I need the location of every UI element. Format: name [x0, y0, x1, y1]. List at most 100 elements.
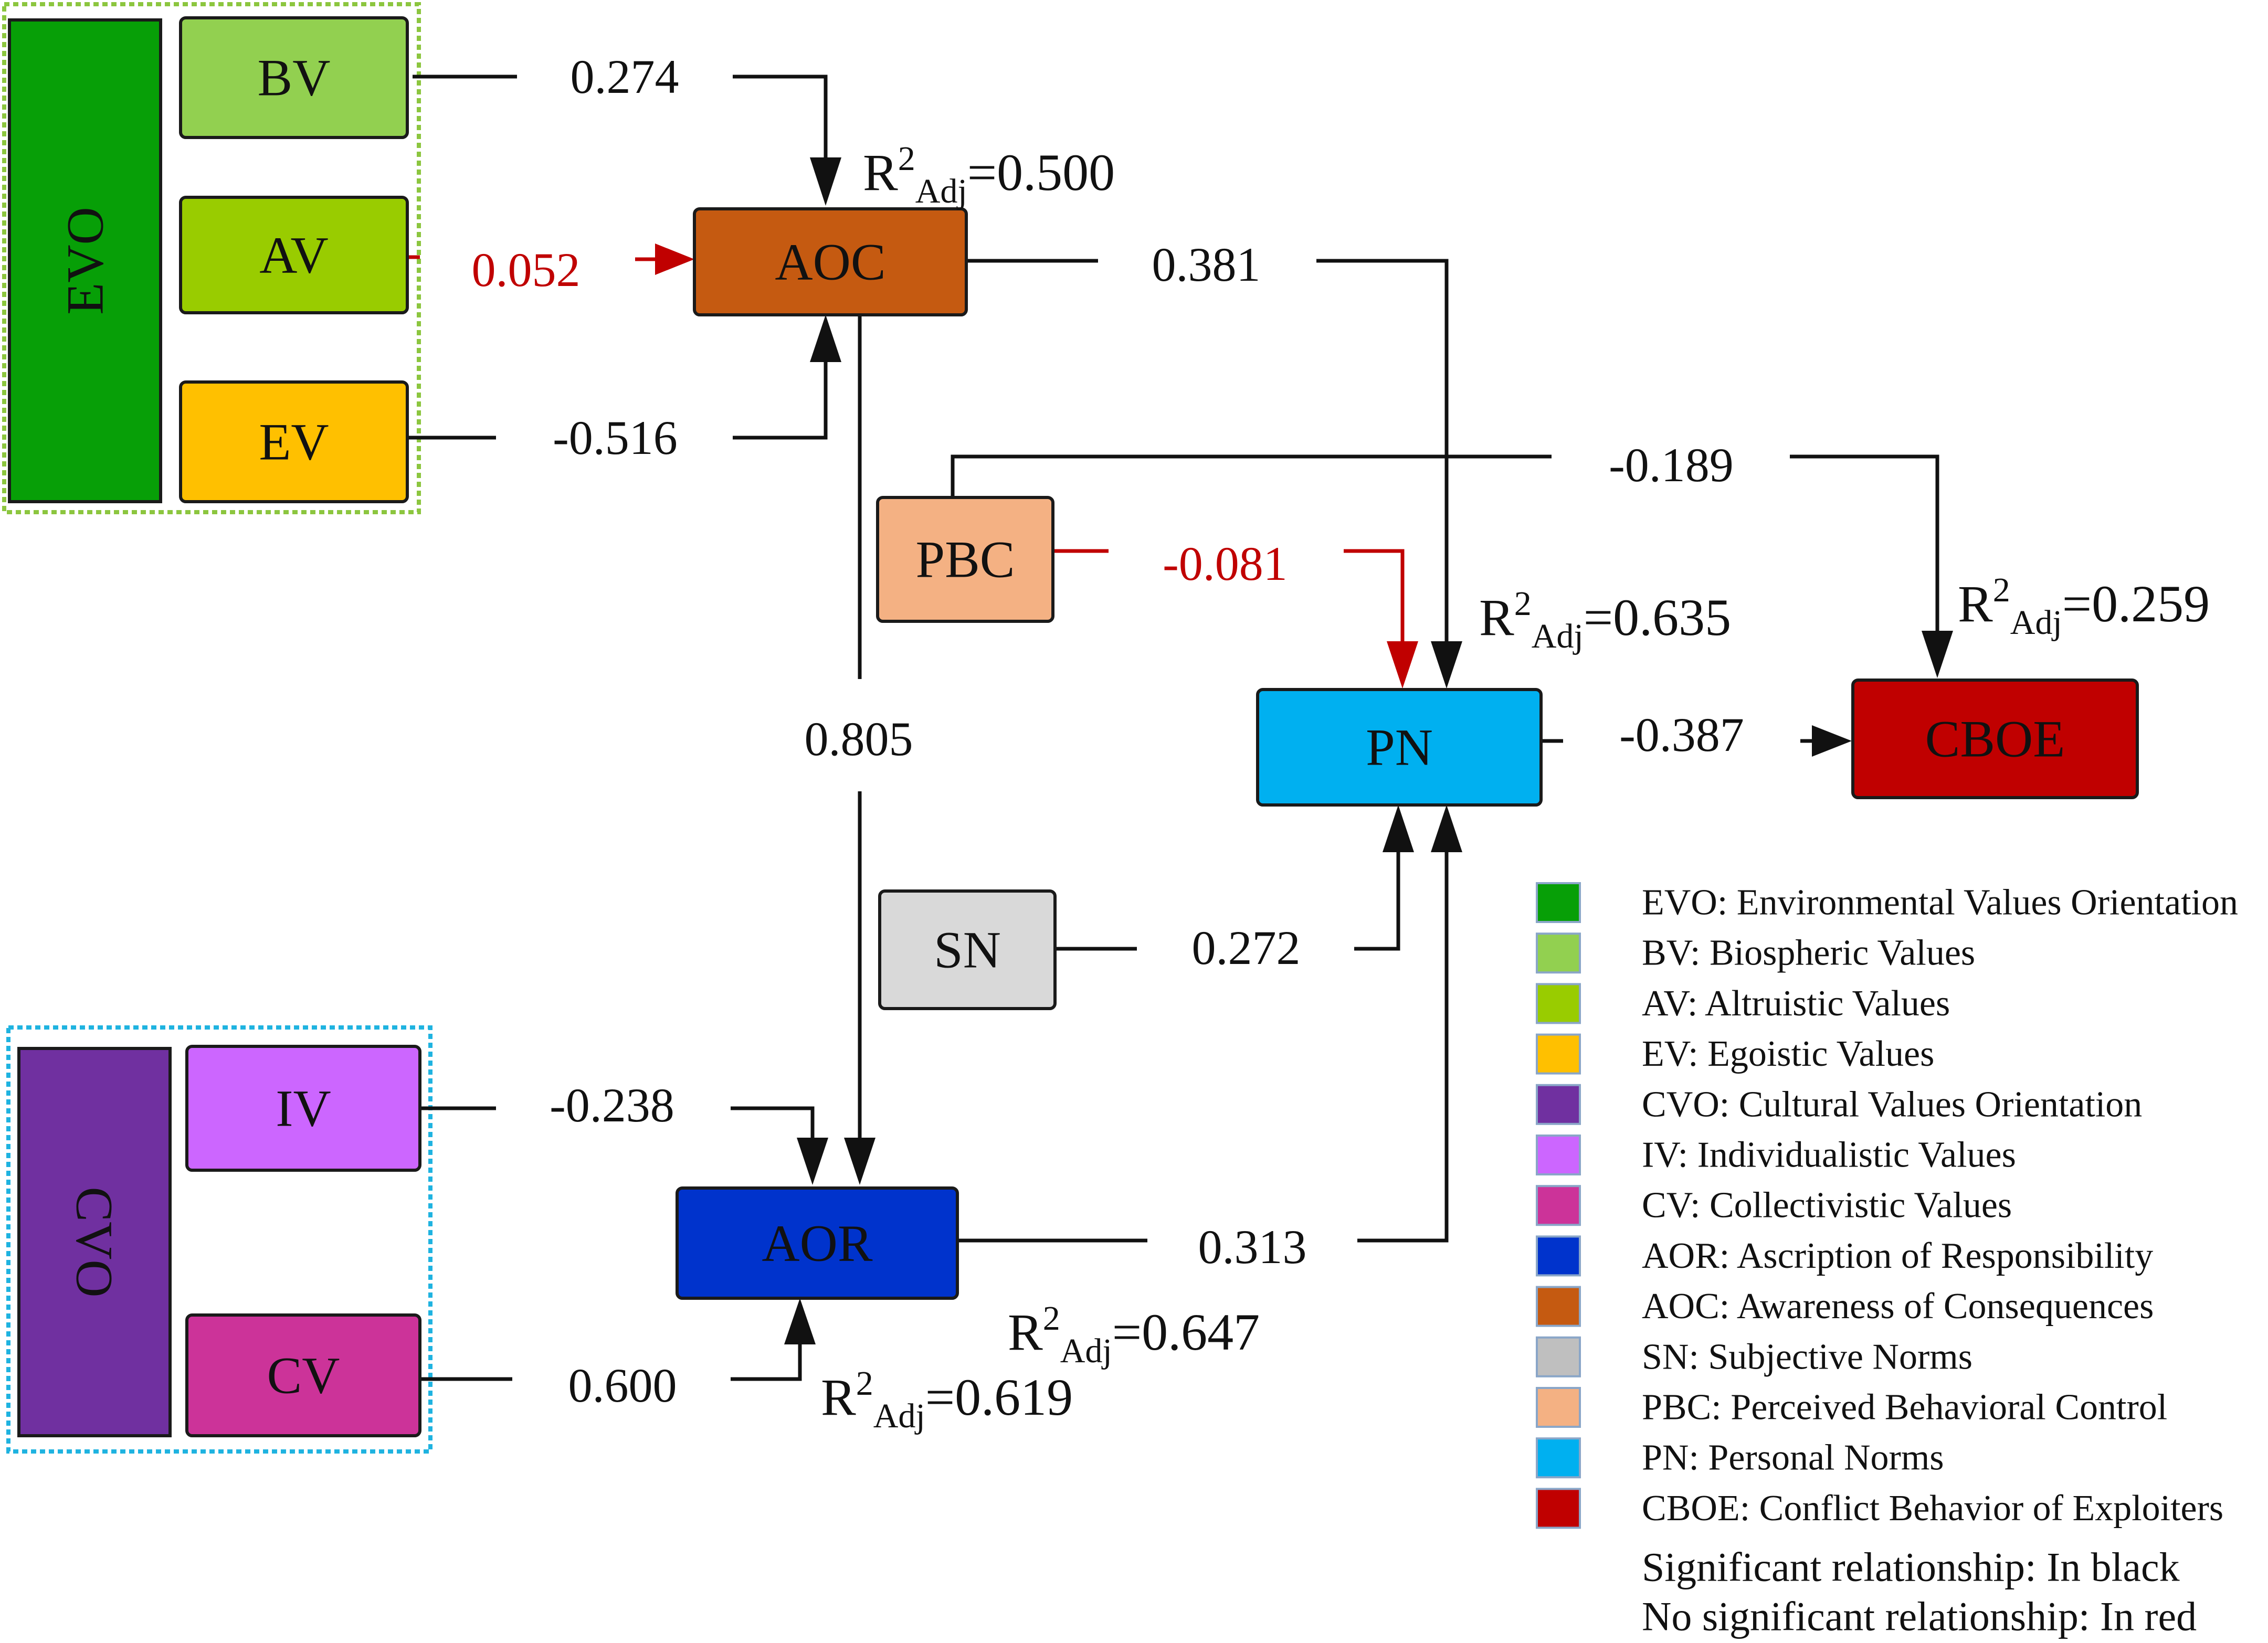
path-pbc-pn — [1054, 549, 1418, 688]
path-cv-aor — [420, 1298, 816, 1381]
path-iv-aor — [420, 1106, 828, 1185]
node-sn-label: SN — [934, 921, 1001, 979]
legend-swatch — [1536, 882, 1581, 923]
coef-pn-cboe: -0.387 — [1619, 708, 1744, 761]
legend-swatch — [1536, 1084, 1581, 1125]
node-aor-label: AOR — [762, 1214, 872, 1273]
legend-label: AOC: Awareness of Consequences — [1642, 1286, 2154, 1327]
legend: EVO: Environmental Values OrientationBV:… — [1536, 882, 2238, 1529]
coef-aoc-aor: 0.805 — [805, 712, 913, 766]
legend-item: IV: Individualistic Values — [1536, 1135, 2016, 1175]
legend-item: EVO: Environmental Values Orientation — [1536, 882, 2238, 923]
coef-aoc-pn: 0.381 — [1152, 238, 1261, 291]
r2-cboe: R2Adj=0.259 — [1958, 571, 2210, 642]
cvo-group-frame — [6, 1025, 432, 1454]
legend-item: SN: Subjective Norms — [1536, 1336, 1972, 1377]
legend-swatch — [1536, 1437, 1581, 1479]
node-sn: SN — [878, 889, 1057, 1010]
legend-swatch — [1536, 1033, 1581, 1075]
node-evo: EVO — [8, 18, 162, 503]
r2-pn: R2Adj=0.635 — [1479, 585, 1731, 655]
coef-bv-aoc: 0.274 — [571, 50, 679, 103]
node-iv-label: IV — [276, 1079, 331, 1138]
evo-group-frame — [2, 2, 421, 514]
legend-swatch — [1536, 932, 1581, 974]
coef-aor-pn: 0.313 — [1198, 1220, 1307, 1274]
coef-pbc-pn: -0.081 — [1163, 537, 1288, 590]
legend-swatch — [1536, 1135, 1581, 1175]
node-pbc-label: PBC — [915, 531, 1015, 589]
legend-swatch — [1536, 983, 1581, 1024]
path-aor-pn — [958, 805, 1462, 1243]
legend-item: CBOE: Conflict Behavior of Exploiters — [1536, 1488, 2223, 1529]
node-aoc: AOC — [693, 207, 968, 316]
legend-swatch — [1536, 1185, 1581, 1226]
legend-label: IV: Individualistic Values — [1642, 1135, 2016, 1175]
node-evo-label: EVO — [56, 207, 114, 315]
legend-label: PN: Personal Norms — [1642, 1438, 1944, 1478]
node-cvo-label: CVO — [66, 1186, 124, 1297]
node-aor: AOR — [676, 1186, 959, 1300]
node-pn: PN — [1256, 688, 1543, 807]
node-av: AV — [179, 196, 409, 314]
node-cvo: CVO — [17, 1047, 172, 1437]
node-av-label: AV — [259, 226, 329, 284]
path-bv-aoc — [413, 75, 841, 206]
coef-cv-aor: 0.600 — [568, 1359, 677, 1412]
node-cboe: CBOE — [1851, 679, 2139, 799]
legend-label: PBC: Perceived Behavioral Control — [1642, 1387, 2167, 1428]
node-bv-label: BV — [258, 49, 331, 107]
legend-item: CVO: Cultural Values Orientation — [1536, 1084, 2142, 1125]
node-pbc: PBC — [876, 496, 1054, 623]
legend-label: BV: Biospheric Values — [1642, 933, 1975, 973]
coef-iv-aor: -0.238 — [550, 1078, 674, 1132]
legend-label: CVO: Cultural Values Orientation — [1642, 1084, 2142, 1125]
node-cv: CV — [185, 1313, 421, 1437]
legend-label: SN: Subjective Norms — [1642, 1337, 1972, 1377]
legend-note-not-significant: No significant relationship: In red — [1642, 1594, 2197, 1639]
path-pbc-cboe — [951, 454, 1953, 678]
node-cboe-label: CBOE — [1925, 710, 2065, 768]
legend-swatch — [1536, 1387, 1581, 1428]
legend-label: AOR: Ascription of Responsibility — [1642, 1236, 2153, 1276]
node-ev: EV — [179, 380, 409, 503]
legend-item: PN: Personal Norms — [1536, 1437, 1944, 1479]
r2-aor-upper: R2Adj=0.647 — [1008, 1299, 1260, 1370]
legend-label: CV: Collectivistic Values — [1642, 1185, 2012, 1226]
legend-note-significant: Significant relationship: In black — [1642, 1544, 2180, 1590]
node-cv-label: CV — [267, 1347, 340, 1405]
coef-av-aoc: 0.052 — [472, 243, 581, 296]
legend-label: CBOE: Conflict Behavior of Exploiters — [1642, 1488, 2223, 1529]
legend-item: AV: Altruistic Values — [1536, 983, 1950, 1024]
legend-swatch — [1536, 1336, 1581, 1377]
legend-item: EV: Egoistic Values — [1536, 1033, 1934, 1075]
node-ev-label: EV — [259, 413, 329, 471]
legend-item: AOR: Ascription of Responsibility — [1536, 1235, 2153, 1277]
coef-sn-pn: 0.272 — [1192, 921, 1301, 974]
r2-aor-lower: R2Adj=0.619 — [821, 1364, 1073, 1435]
legend-item: AOC: Awareness of Consequences — [1536, 1286, 2154, 1327]
path-sn-pn — [1055, 805, 1414, 951]
legend-label: EVO: Environmental Values Orientation — [1642, 883, 2238, 923]
node-iv: IV — [185, 1045, 421, 1172]
legend-item: BV: Biospheric Values — [1536, 932, 1975, 974]
legend-label: EV: Egoistic Values — [1642, 1034, 1934, 1074]
path-aoc-aor — [844, 316, 875, 1185]
node-pn-label: PN — [1366, 718, 1433, 777]
coef-ev-aoc: -0.516 — [553, 411, 678, 464]
legend-swatch — [1536, 1286, 1581, 1327]
node-aoc-label: AOC — [775, 233, 885, 291]
path-ev-aoc — [407, 315, 841, 440]
coef-pbc-cboe: -0.189 — [1609, 438, 1734, 492]
legend-swatch — [1536, 1235, 1581, 1277]
path-aoc-pn — [967, 259, 1462, 688]
path-pn-cboe — [1541, 725, 1852, 757]
legend-item: CV: Collectivistic Values — [1536, 1185, 2012, 1226]
legend-item: PBC: Perceived Behavioral Control — [1536, 1387, 2167, 1428]
node-bv: BV — [179, 16, 409, 139]
r2-aoc: R2Adj=0.500 — [863, 140, 1115, 210]
path-av-aoc — [407, 243, 694, 275]
legend-label: AV: Altruistic Values — [1642, 983, 1950, 1024]
legend-swatch — [1536, 1488, 1581, 1529]
